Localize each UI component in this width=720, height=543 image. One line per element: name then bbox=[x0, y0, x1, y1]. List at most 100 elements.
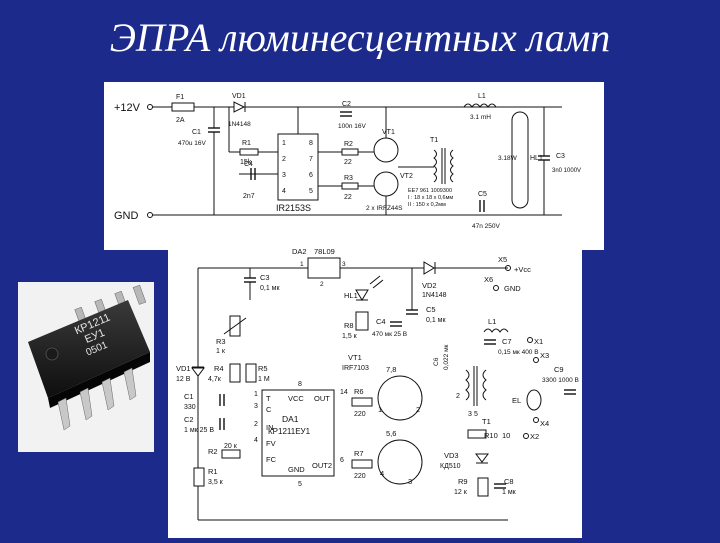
lamp-ref: HL1 bbox=[530, 155, 543, 162]
r3-value: 1 к bbox=[216, 348, 226, 355]
c3-ref: C3 bbox=[260, 273, 270, 282]
r9-ref: R9 bbox=[458, 477, 468, 486]
chip-body bbox=[28, 300, 150, 398]
ic-da1 bbox=[261, 389, 335, 477]
ground-label: GND bbox=[114, 210, 139, 222]
vd1-value: 1N4148 bbox=[228, 121, 251, 128]
vcc-label: +Vcc bbox=[514, 265, 531, 274]
da1-pin-fv: FV bbox=[266, 439, 276, 448]
t1-note-1: EE7 961 1009300 bbox=[408, 188, 452, 194]
c1-ref: C1 bbox=[192, 129, 201, 136]
bottom-schematic-panel: DA2 78L09 1 3 2 C3 0,1 мк HL1 VD2 1N4148… bbox=[168, 240, 582, 538]
ground-terminal bbox=[147, 212, 153, 218]
c1-value: 470u 16V bbox=[178, 140, 206, 147]
t1-label: T1 bbox=[430, 137, 438, 144]
c5-ref: C5 bbox=[426, 305, 436, 314]
zener-vd1 bbox=[191, 367, 205, 377]
c7-ref: C7 bbox=[502, 337, 512, 346]
hl1-label: HL1 bbox=[344, 291, 358, 300]
t1-primary bbox=[465, 369, 470, 401]
r1-value: 15k bbox=[240, 159, 252, 166]
terminal-x5 bbox=[505, 265, 511, 271]
c9-ref: C9 bbox=[554, 365, 564, 374]
fuse-f1 bbox=[171, 102, 195, 112]
r2-value: 22 bbox=[344, 159, 352, 166]
t1-note-3: II : 150 x 0,2мм bbox=[408, 202, 446, 208]
da2-pin-2: 2 bbox=[320, 281, 324, 288]
inductor-l1 bbox=[463, 103, 497, 108]
resistor-r9 bbox=[477, 477, 489, 497]
x4-label: X4 bbox=[540, 419, 549, 428]
c2-value: 1 мк 25 В bbox=[184, 427, 214, 434]
led-ray-1 bbox=[369, 275, 381, 285]
c1-ref: C1 bbox=[184, 392, 194, 401]
da1-pin-fc: FC bbox=[266, 455, 277, 464]
c9-value: 3300 1000 В bbox=[542, 377, 579, 384]
c6-value: 0,022 мк bbox=[443, 344, 450, 370]
c4-ref: C4 bbox=[376, 317, 386, 326]
terminal-x6 bbox=[493, 285, 499, 291]
vt2-label: VT2 bbox=[400, 173, 413, 180]
t1-pin-3: 3 bbox=[468, 411, 472, 418]
da2-pin-3: 3 bbox=[342, 261, 346, 268]
r4-ref: R4 bbox=[214, 364, 224, 373]
f1-value: 2A bbox=[176, 117, 185, 124]
t1-secondary bbox=[482, 369, 487, 401]
r2-value: 20 к bbox=[224, 443, 238, 450]
chip-front-pins bbox=[57, 367, 137, 431]
vt1-pin-56: 5,6 bbox=[386, 429, 396, 438]
ic-pin-1: 1 bbox=[282, 140, 286, 147]
ic-pin-2: 2 bbox=[282, 156, 286, 163]
c3-ref: C3 bbox=[556, 153, 565, 160]
mosfet-vt1-lower bbox=[377, 439, 423, 485]
gnd-label: GND bbox=[504, 284, 521, 293]
x2-label: X2 bbox=[530, 432, 539, 441]
vt1-pin-1: 1 bbox=[378, 405, 382, 414]
r5-ref: R5 bbox=[258, 364, 268, 373]
transistor-vt2 bbox=[373, 171, 399, 197]
terminal-x2 bbox=[523, 433, 529, 439]
c4-value: 470 мк 25 В bbox=[372, 331, 407, 338]
ic-pin-8: 8 bbox=[309, 140, 313, 147]
da2-value: 78L09 bbox=[314, 247, 335, 256]
x5-label: X5 bbox=[498, 255, 507, 264]
da1-pin-c: C bbox=[266, 405, 272, 414]
t1-primary bbox=[433, 149, 437, 183]
l1-value: 3.1 mH bbox=[470, 114, 491, 121]
t1-pin-5: 5 bbox=[474, 411, 478, 418]
x6-label: X6 bbox=[484, 275, 493, 284]
lamp-hl1 bbox=[511, 111, 529, 209]
supply-terminal bbox=[147, 104, 153, 110]
da1-pin-gnd: GND bbox=[288, 465, 305, 474]
resistor-r2 bbox=[221, 449, 241, 459]
regulator-da2 bbox=[307, 257, 341, 279]
lamp-value: 3.18W bbox=[498, 155, 518, 162]
da1-pin-out2: OUT2 bbox=[312, 461, 332, 470]
vt1-pin-2: 2 bbox=[416, 405, 420, 414]
resistor-r7 bbox=[351, 459, 373, 469]
vt1-pin-3: 3 bbox=[408, 477, 412, 486]
r3-value: 22 bbox=[344, 194, 352, 201]
l1-label: L1 bbox=[488, 317, 496, 326]
top-schematic: +12V GND F1 2A VD1 1N4148 C1 470u 16V R1… bbox=[114, 93, 581, 230]
da1-pin-t: T bbox=[266, 394, 271, 403]
c7-value: 0,15 мк 400 В bbox=[498, 349, 539, 356]
chip-photo: КР1211 ЕУ1 0501 bbox=[18, 282, 154, 452]
top-schematic-panel: +12V GND F1 2A VD1 1N4148 C1 470u 16V R1… bbox=[104, 82, 604, 250]
resistor-r10 bbox=[467, 429, 487, 439]
vd1-value: 12 В bbox=[176, 376, 191, 383]
c3-value: 0,1 мк bbox=[260, 285, 280, 292]
r8-ref: R8 bbox=[344, 321, 354, 330]
transistor-vt1 bbox=[373, 137, 399, 163]
da1-pin-vcc: VCC bbox=[288, 394, 304, 403]
mosfet-vt1-upper bbox=[377, 375, 423, 421]
t1-secondary bbox=[450, 149, 454, 183]
r9-value: 12 к bbox=[454, 489, 468, 496]
da1-pin-out: OUT bbox=[314, 394, 330, 403]
r2-ref: R2 bbox=[344, 141, 353, 148]
c8-ref: C8 bbox=[504, 477, 514, 486]
l1-ref: L1 bbox=[478, 93, 486, 100]
el-label: EL bbox=[512, 396, 521, 405]
r1-ref: R1 bbox=[242, 140, 251, 147]
ic-ir2153 bbox=[277, 133, 319, 201]
